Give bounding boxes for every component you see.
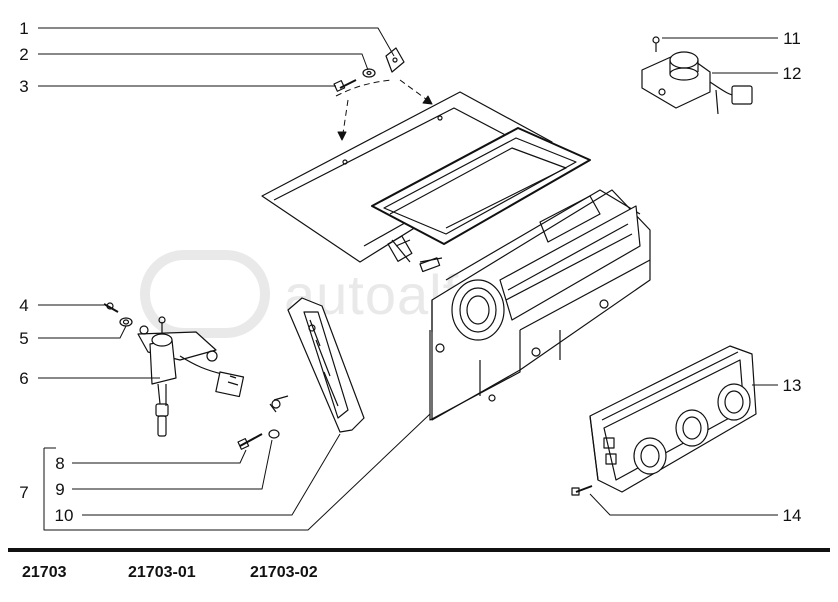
callout-6: 6 [19,369,28,388]
callout-1: 1 [19,19,28,38]
callout-5: 5 [19,329,28,348]
leader-lines [38,27,778,531]
callout-13: 13 [783,376,802,395]
screw-and-washer [237,429,280,450]
callout-12: 12 [783,64,802,83]
callout-8: 8 [55,454,64,473]
callout-4: 4 [19,296,28,315]
callout-7: 7 [19,483,28,502]
callout-2: 2 [19,45,28,64]
callout-11: 11 [783,29,801,48]
flap-motor [103,302,245,437]
callout-10: 10 [55,506,74,525]
callout-9: 9 [55,480,64,499]
heater-control-panel [571,345,757,496]
callout-numbers: 1 2 3 4 5 6 7 8 9 10 11 12 13 14 [19,19,801,525]
air-intake-frame [371,127,591,245]
footer-divider [8,548,830,552]
model-code-3: 21703-02 [250,564,318,581]
heater-housing [387,189,651,421]
gasket-plate [269,297,365,433]
model-footer: 21703 21703-01 21703-02 [0,560,838,590]
bracket-parts [333,47,405,92]
watermark-logo [140,250,270,338]
callout-3: 3 [19,77,28,96]
model-code-2: 21703-01 [128,564,196,581]
callout-14: 14 [783,506,802,525]
model-code-1: 21703 [22,564,67,581]
relay-module [641,36,753,115]
